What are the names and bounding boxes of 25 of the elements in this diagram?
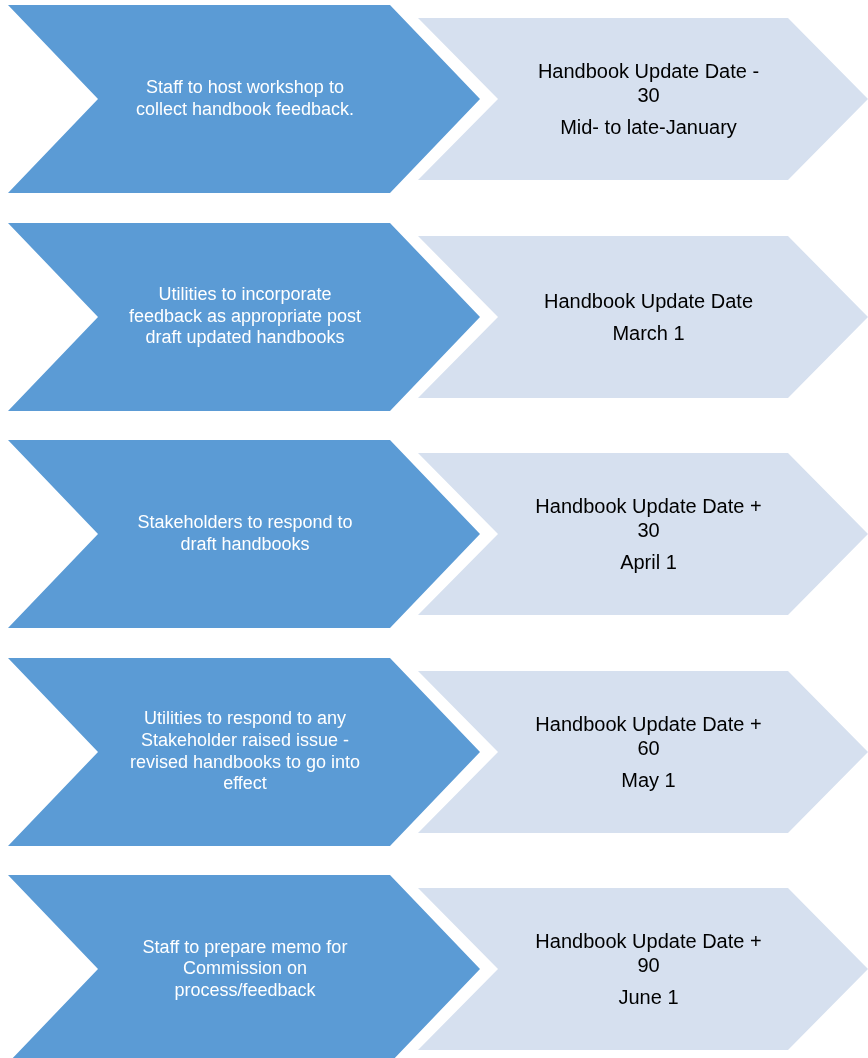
step-text: Stakeholders to respond to draft handbooks	[136, 512, 354, 556]
step-banner	[8, 875, 480, 1058]
deadline-text: Handbook Update Date - 30	[536, 59, 761, 107]
step-banner	[8, 5, 480, 193]
step-banner	[8, 222, 480, 411]
step-text: Staff to prepare memo for Commission on process/feedback	[141, 936, 349, 1002]
date-text: May 1	[621, 767, 676, 792]
step-text: Utilities to respond to any Stakeholder raised issue - revised handbooks to go into effect	[128, 708, 362, 795]
deadline-text: Handbook Update Date + 60	[534, 711, 763, 760]
deadline-text: Handbook Update Date	[543, 288, 753, 313]
step-banner	[8, 657, 480, 846]
step-banner	[418, 235, 868, 398]
step-text: Utilities to incorporate feedback as appropriate post draft updated handbooks	[127, 284, 363, 349]
step-banner	[418, 670, 868, 833]
date-text: March 1	[612, 320, 685, 345]
deadline-text: Handbook Update Date + 30	[534, 494, 763, 542]
date-text: April 1	[620, 550, 677, 574]
date-text: June 1	[618, 985, 679, 1009]
date-text: Mid- to late-January	[560, 115, 737, 139]
step-banner	[418, 453, 868, 615]
deadline-text: Handbook Update Date + 90	[534, 929, 763, 977]
step-banner	[418, 18, 868, 180]
step-banner	[8, 440, 480, 628]
step-banner	[418, 888, 868, 1050]
step-text: Staff to host workshop to collect handbook feedback.	[134, 77, 356, 121]
